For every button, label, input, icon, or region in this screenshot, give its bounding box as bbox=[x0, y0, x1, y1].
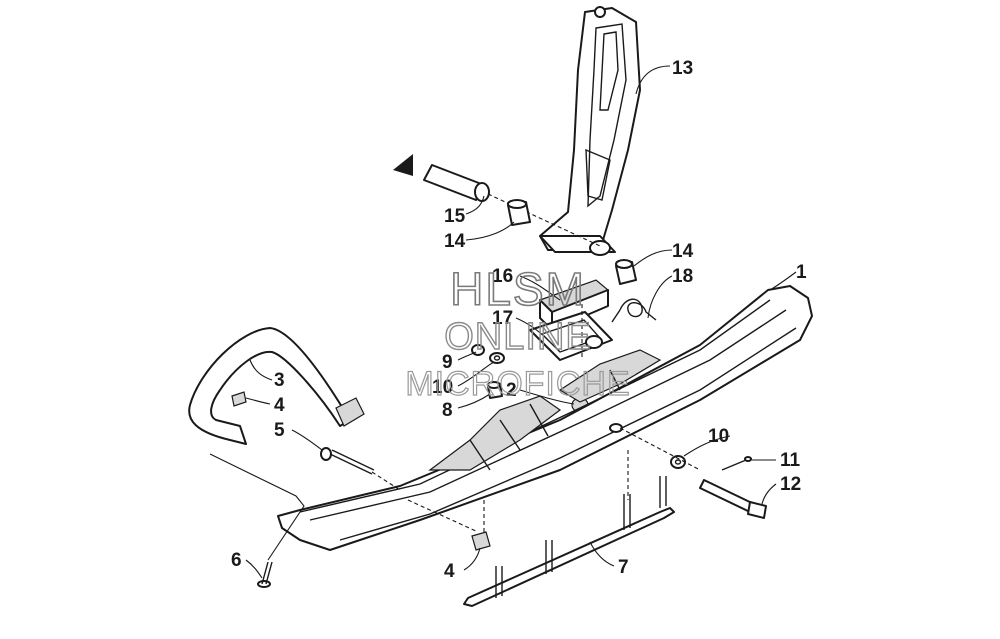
callout-13: 13 bbox=[672, 58, 693, 79]
watermark-line-1: HLSM bbox=[450, 263, 586, 315]
callout-15: 15 bbox=[444, 206, 466, 227]
callout-4-lower: 4 bbox=[444, 561, 455, 582]
alignment-lines bbox=[209, 304, 701, 561]
callout-12: 12 bbox=[780, 474, 801, 495]
leader-lines bbox=[245, 65, 797, 579]
callout-11: 11 bbox=[780, 450, 801, 471]
callout-3: 3 bbox=[274, 370, 285, 391]
callout-17: 17 bbox=[492, 308, 513, 329]
callout-9: 9 bbox=[442, 352, 453, 373]
callout-8: 8 bbox=[442, 400, 453, 421]
callout-18: 18 bbox=[672, 266, 693, 287]
pivot-bolt-part bbox=[699, 479, 767, 519]
bushing-upper-part bbox=[507, 199, 531, 226]
callout-7: 7 bbox=[618, 557, 629, 578]
callout-10-left: 10 bbox=[432, 377, 453, 398]
spindle-part bbox=[539, 6, 641, 256]
callout-14-lower: 14 bbox=[672, 241, 694, 262]
watermark-line-3: MICROFICHE bbox=[405, 365, 630, 403]
callout-6: 6 bbox=[231, 550, 242, 571]
shaft-part bbox=[423, 164, 490, 202]
nut-loop-part bbox=[231, 391, 247, 407]
callout-5: 5 bbox=[274, 420, 285, 441]
watermark-line-2: ONLINE bbox=[444, 316, 591, 358]
washer-part bbox=[489, 352, 505, 364]
runner-part bbox=[463, 476, 675, 607]
mount-plate-part bbox=[529, 311, 613, 361]
watermark: HLSM ONLINE MICROFICHE bbox=[405, 262, 631, 403]
callout-4-upper: 4 bbox=[274, 395, 285, 416]
cotter-pin-part bbox=[721, 456, 752, 471]
callout-14-upper: 14 bbox=[444, 231, 466, 252]
bolt-head-part bbox=[487, 381, 503, 399]
spring-part bbox=[611, 298, 657, 323]
bushing-lower-part bbox=[615, 259, 637, 285]
callout-labels: 1 2 3 4 4 5 6 7 8 9 10 10 11 12 13 14 14… bbox=[231, 58, 807, 582]
arrow-marker-icon bbox=[393, 154, 413, 176]
washer-right-part bbox=[670, 455, 686, 469]
callout-10-right: 10 bbox=[708, 426, 729, 447]
screw-part bbox=[257, 561, 273, 588]
callout-16: 16 bbox=[492, 266, 513, 287]
nut-lower-part bbox=[471, 531, 491, 551]
ski-body-part bbox=[277, 285, 813, 551]
loop-bolt-part bbox=[320, 447, 401, 491]
callout-1: 1 bbox=[796, 262, 807, 283]
callout-2: 2 bbox=[506, 380, 517, 401]
ski-loop-part bbox=[188, 327, 365, 445]
